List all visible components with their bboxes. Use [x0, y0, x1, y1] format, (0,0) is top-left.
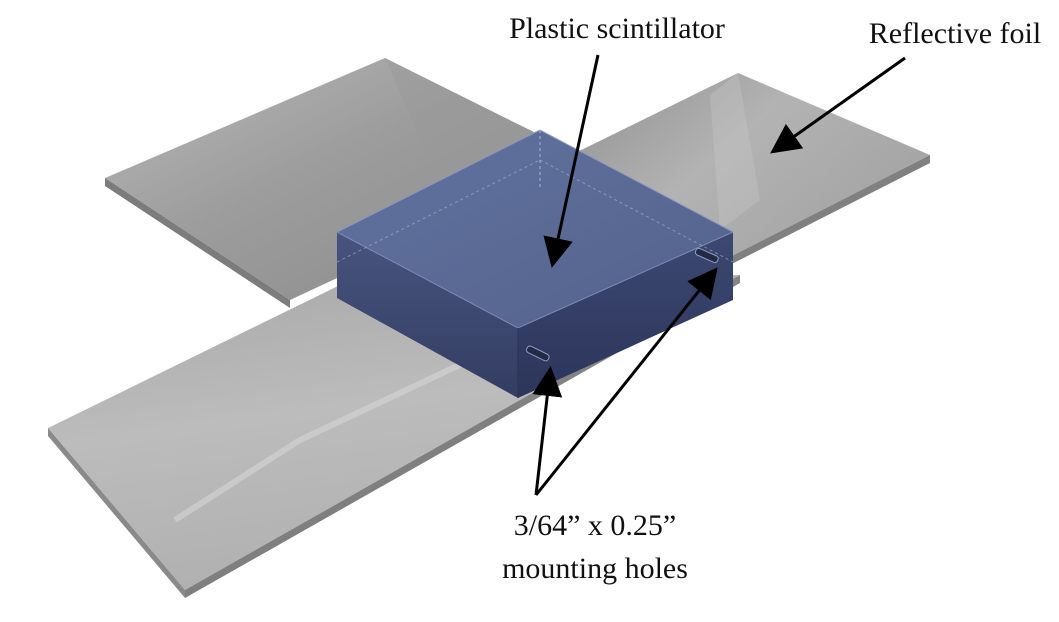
annotation-arrows — [532, 54, 906, 496]
arrow-hole-right — [534, 267, 718, 496]
label-plastic-scintillator: Plastic scintillator — [509, 12, 725, 45]
arrow-scintillator — [543, 54, 600, 268]
label-mounting-holes: mounting holes — [502, 552, 688, 585]
label-mounting-holes-size: 3/64” x 0.25” — [514, 509, 676, 542]
arrow-hole-left — [532, 366, 563, 496]
plastic-scintillator-block — [336, 129, 734, 398]
arrow-reflective-foil — [770, 56, 906, 154]
mounting-hole-left — [525, 345, 550, 362]
mounting-hole-right — [694, 247, 719, 264]
label-reflective-foil: Reflective foil — [869, 17, 1041, 50]
